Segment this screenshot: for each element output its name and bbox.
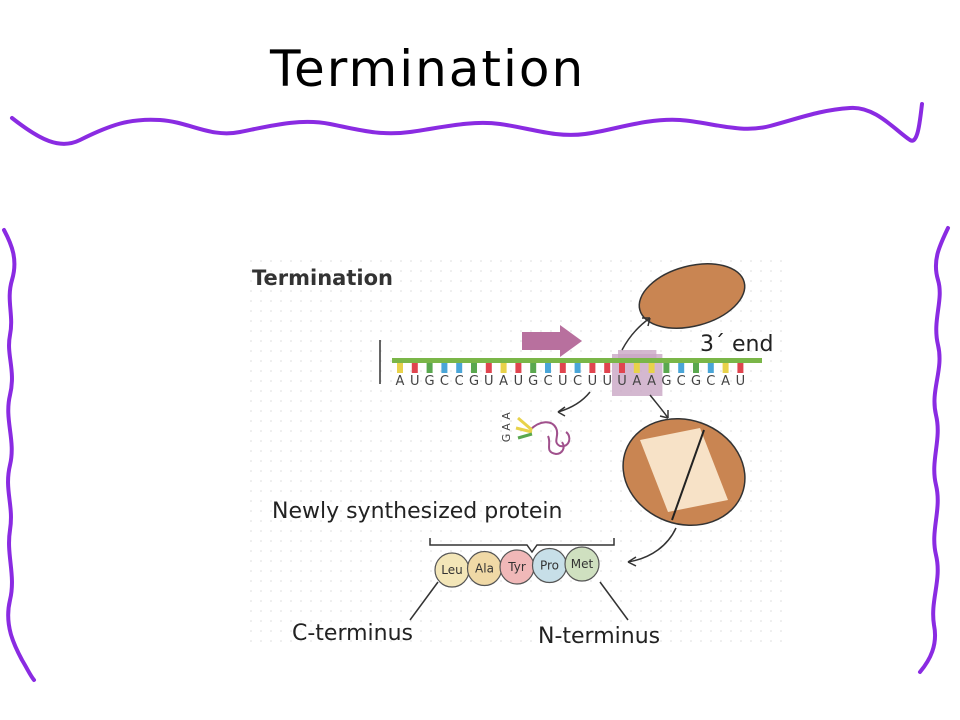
arrow-to-protein — [627, 527, 677, 563]
nucleotide-letter: G — [661, 374, 671, 389]
nucleotide-bar — [604, 363, 611, 373]
left-wavy-border — [2, 228, 36, 682]
large-ribosome-subunit — [622, 417, 746, 527]
nucleotide-bar — [545, 363, 551, 373]
amino-acid-label: Ala — [475, 562, 494, 576]
nucleotide-bar — [500, 363, 507, 373]
nucleotide-letter: U — [484, 374, 494, 389]
nucleotide-letter: G — [469, 374, 479, 389]
nucleotide-letter: A — [721, 374, 730, 389]
arrow-to-small-subunit — [621, 317, 651, 351]
nucleotide-letter: G — [528, 374, 538, 389]
c-terminus-pointer — [409, 581, 439, 621]
nucleotide-letter: C — [440, 374, 449, 389]
amino-acid-label: Tyr — [507, 560, 526, 574]
nucleotide-bar — [530, 363, 537, 373]
nucleotide-bar — [397, 363, 403, 373]
nucleotide-letter: G — [691, 374, 701, 389]
anticodon-letter: A — [500, 412, 513, 420]
nucleotide-bar — [426, 363, 433, 373]
amino-acid-bead — [564, 546, 600, 582]
anticodon-letter: A — [500, 423, 513, 431]
amino-acid-label: Met — [571, 557, 594, 571]
nucleotide-letter: C — [455, 374, 464, 389]
released-trna: GAA — [500, 412, 571, 456]
anticodon-letter: G — [500, 434, 513, 443]
nucleotide-letter: A — [499, 374, 508, 389]
n-terminus-label: N-terminus — [538, 624, 660, 649]
protein-brace — [429, 538, 615, 554]
nucleotide-letter: A — [632, 374, 641, 389]
nucleotide-letter: U — [410, 374, 420, 389]
three-prime-label: 3´ end — [700, 332, 773, 357]
nucleotide-bar — [707, 363, 714, 373]
arrow-to-trna — [557, 391, 591, 413]
n-terminus-pointer — [599, 581, 629, 621]
slide-title: Termination — [270, 40, 586, 98]
top-wavy-border — [10, 102, 924, 146]
nucleotide-bar — [619, 363, 625, 373]
nucleotide-letter: U — [558, 374, 568, 389]
amino-acid-label: Pro — [540, 559, 559, 573]
nucleotide-bar — [693, 363, 699, 373]
nucleotide-letter: C — [677, 374, 686, 389]
small-ribosome-subunit — [638, 263, 746, 329]
nucleotide-letter: G — [425, 374, 435, 389]
nucleotide-letter: A — [647, 374, 656, 389]
nucleotide-letter: U — [588, 374, 598, 389]
nucleotide-bar — [441, 363, 448, 373]
nucleotide-letter: C — [573, 374, 582, 389]
diagram-title: Termination — [252, 266, 393, 290]
nucleotide-bar — [485, 363, 492, 373]
nucleotide-letter: U — [736, 374, 746, 389]
nucleotide-letter: U — [514, 374, 524, 389]
nucleotide-letter: C — [543, 374, 552, 389]
nucleotide-bar — [648, 363, 655, 373]
nucleotide-bar — [471, 363, 477, 373]
stop-codon-highlight-top — [618, 350, 657, 358]
protein-label: Newly synthesized protein — [272, 499, 562, 524]
nucleotide-letter: U — [617, 374, 627, 389]
protein-chain: Leu Ala Tyr Pro Met — [434, 546, 600, 588]
nucleotide-bar — [411, 363, 418, 373]
arrow-to-large-subunit — [649, 394, 669, 419]
nucleotide-letter: U — [602, 374, 612, 389]
nucleotide-letter: C — [706, 374, 715, 389]
mrna-backbone — [392, 358, 762, 363]
amino-acid-label: Leu — [441, 563, 462, 577]
nucleotide-bar — [559, 363, 566, 373]
nucleotide-letter: A — [396, 374, 405, 389]
right-wavy-border — [918, 226, 950, 674]
nucleotide-bar — [574, 363, 581, 373]
nucleotide-bar — [515, 363, 522, 373]
nucleotide-bar — [633, 363, 640, 373]
nucleotide-bar — [737, 363, 744, 373]
nucleotide-bar — [589, 363, 596, 373]
c-terminus-label: C-terminus — [292, 621, 413, 646]
nucleotide-bar — [722, 363, 729, 373]
direction-arrow — [522, 325, 582, 357]
nucleotide-bar — [456, 363, 463, 373]
nucleotide-bar — [663, 363, 670, 373]
nucleotide-bar — [678, 363, 685, 373]
